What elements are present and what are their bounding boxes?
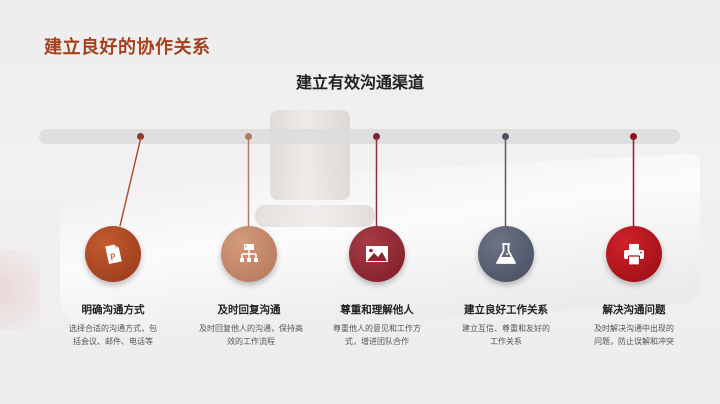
powerpoint-file-icon: P — [105, 244, 122, 265]
step-title: 尊重和理解他人 — [340, 304, 414, 316]
step-title: 解决沟通问题 — [602, 304, 666, 316]
step-icon-circle — [606, 226, 662, 282]
step-title: 明确沟通方式 — [81, 304, 145, 316]
timeline-bar — [39, 129, 680, 144]
step-description: 及时解决沟通中出现的问题，防止误解和冲突 — [594, 324, 674, 346]
step-description: 尊重他人的意见和工作方式，增进团队合作 — [333, 324, 421, 346]
image-icon — [366, 246, 388, 262]
step-icon-circle — [349, 226, 405, 282]
timeline-dot — [373, 133, 380, 140]
slide-title: 建立良好的协作关系 — [44, 37, 211, 58]
printer-icon — [624, 244, 644, 266]
step-description: 选择合适的沟通方式，包括会议、邮件、电话等 — [69, 324, 157, 346]
step-icon-circle — [478, 226, 534, 282]
flask-icon — [496, 243, 516, 264]
slide-subtitle: 建立有效沟通渠道 — [295, 73, 424, 92]
timeline-dot — [245, 133, 252, 140]
hierarchy-icon — [240, 244, 258, 262]
step-icon-circle — [221, 226, 277, 282]
timeline-dot — [502, 133, 509, 140]
svg-text:P: P — [109, 253, 117, 264]
step-icon-circle: P — [85, 226, 141, 282]
step-description: 及时回复他人的沟通，保持高效的工作流程 — [199, 324, 303, 346]
timeline-dot — [630, 133, 637, 140]
step-title: 建立良好工作关系 — [464, 304, 548, 316]
step-description: 建立互信、尊重和友好的工作关系 — [462, 324, 550, 346]
step-title: 及时回复沟通 — [217, 304, 281, 316]
timeline-dot — [137, 133, 144, 140]
